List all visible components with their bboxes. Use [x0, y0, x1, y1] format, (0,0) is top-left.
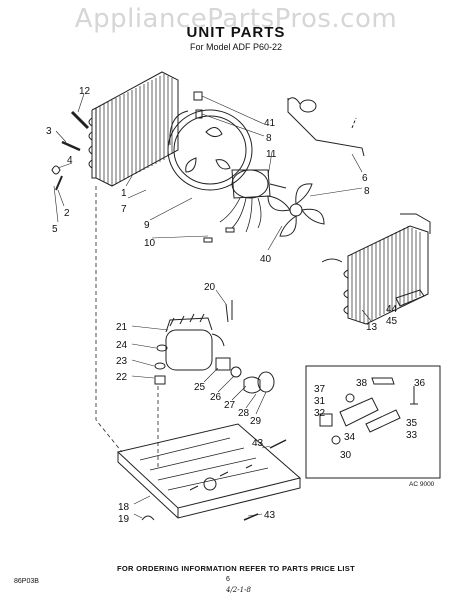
callout-19: 19	[118, 514, 130, 525]
callout-23: 23	[116, 356, 128, 367]
part-24	[156, 344, 168, 352]
part-22	[154, 375, 166, 385]
callout-11: 11	[266, 149, 277, 160]
callout-8-right: 8	[364, 186, 370, 197]
part-25	[215, 357, 231, 371]
evaporator-coil	[321, 213, 431, 325]
part-23	[154, 362, 166, 370]
callout-29: 29	[250, 416, 262, 427]
part-27	[230, 366, 242, 378]
callout-4: 4	[67, 155, 73, 166]
callout-41: 41	[264, 118, 276, 129]
callout-38: 38	[356, 378, 368, 389]
part-19	[141, 515, 155, 521]
callout-35: 35	[406, 418, 418, 429]
callout-27: 27	[224, 400, 236, 411]
part-4	[51, 165, 61, 175]
callout-6: 6	[362, 173, 368, 184]
part-41	[193, 91, 203, 101]
tubing	[287, 97, 365, 157]
callout-31: 31	[314, 396, 326, 407]
callout-2: 2	[64, 208, 70, 219]
callout-20: 20	[204, 282, 216, 293]
footer-note: FOR ORDERING INFORMATION REFER TO PARTS …	[117, 564, 355, 573]
callout-8-top: 8	[266, 133, 272, 144]
inset-box	[305, 365, 441, 479]
fan-shroud	[167, 109, 253, 191]
part-44	[395, 289, 425, 307]
callout-44: 44	[386, 304, 398, 315]
part-26	[243, 376, 261, 394]
callout-24: 24	[116, 340, 128, 351]
callout-33: 33	[406, 430, 418, 441]
callout-13: 13	[366, 322, 378, 333]
inset-caption: AC 9000	[409, 481, 435, 488]
callout-5: 5	[52, 224, 58, 235]
condenser-coil	[88, 71, 179, 187]
footer-code: 86P03B	[14, 578, 39, 585]
callout-45: 45	[386, 316, 398, 327]
callout-labels: 12 3 4 2 5 1 7 9 10 41 8 11 40 6 8 13 44…	[46, 86, 426, 525]
callout-30: 30	[340, 450, 352, 461]
callout-22: 22	[116, 372, 128, 383]
base-pan	[116, 423, 302, 519]
part-20	[225, 300, 233, 323]
callout-43-top: 43	[252, 438, 264, 449]
callout-12: 12	[79, 86, 91, 97]
part-2	[55, 175, 63, 191]
callout-34: 34	[344, 432, 356, 443]
callout-18: 18	[118, 502, 130, 513]
callout-21: 21	[116, 322, 128, 333]
callout-43-bottom: 43	[264, 510, 276, 521]
callout-37: 37	[314, 384, 326, 395]
callout-36: 36	[414, 378, 426, 389]
callout-25: 25	[194, 382, 206, 393]
part-12	[70, 110, 90, 130]
diagram-subtitle: For Model ADF P60-22	[189, 42, 283, 52]
blower-wheel	[267, 183, 325, 237]
compressor	[165, 313, 225, 371]
fan-motor	[203, 169, 287, 243]
handwritten-note: 4/2-1-8	[226, 586, 251, 594]
callout-28: 28	[238, 408, 250, 419]
part-43	[269, 439, 287, 449]
callout-3: 3	[46, 126, 52, 137]
page-number: 6	[226, 576, 230, 583]
leader-lines	[53, 93, 373, 519]
callout-32: 32	[314, 408, 326, 419]
callout-9: 9	[144, 220, 150, 231]
watermark: AppliancePartsPros.com	[74, 4, 398, 34]
part-3	[61, 140, 81, 152]
callout-7: 7	[121, 204, 127, 215]
callout-1: 1	[121, 188, 127, 199]
callout-10: 10	[144, 238, 156, 249]
callout-40: 40	[260, 254, 272, 265]
diagram-title: UNIT PARTS	[186, 24, 286, 41]
callout-26: 26	[210, 392, 222, 403]
